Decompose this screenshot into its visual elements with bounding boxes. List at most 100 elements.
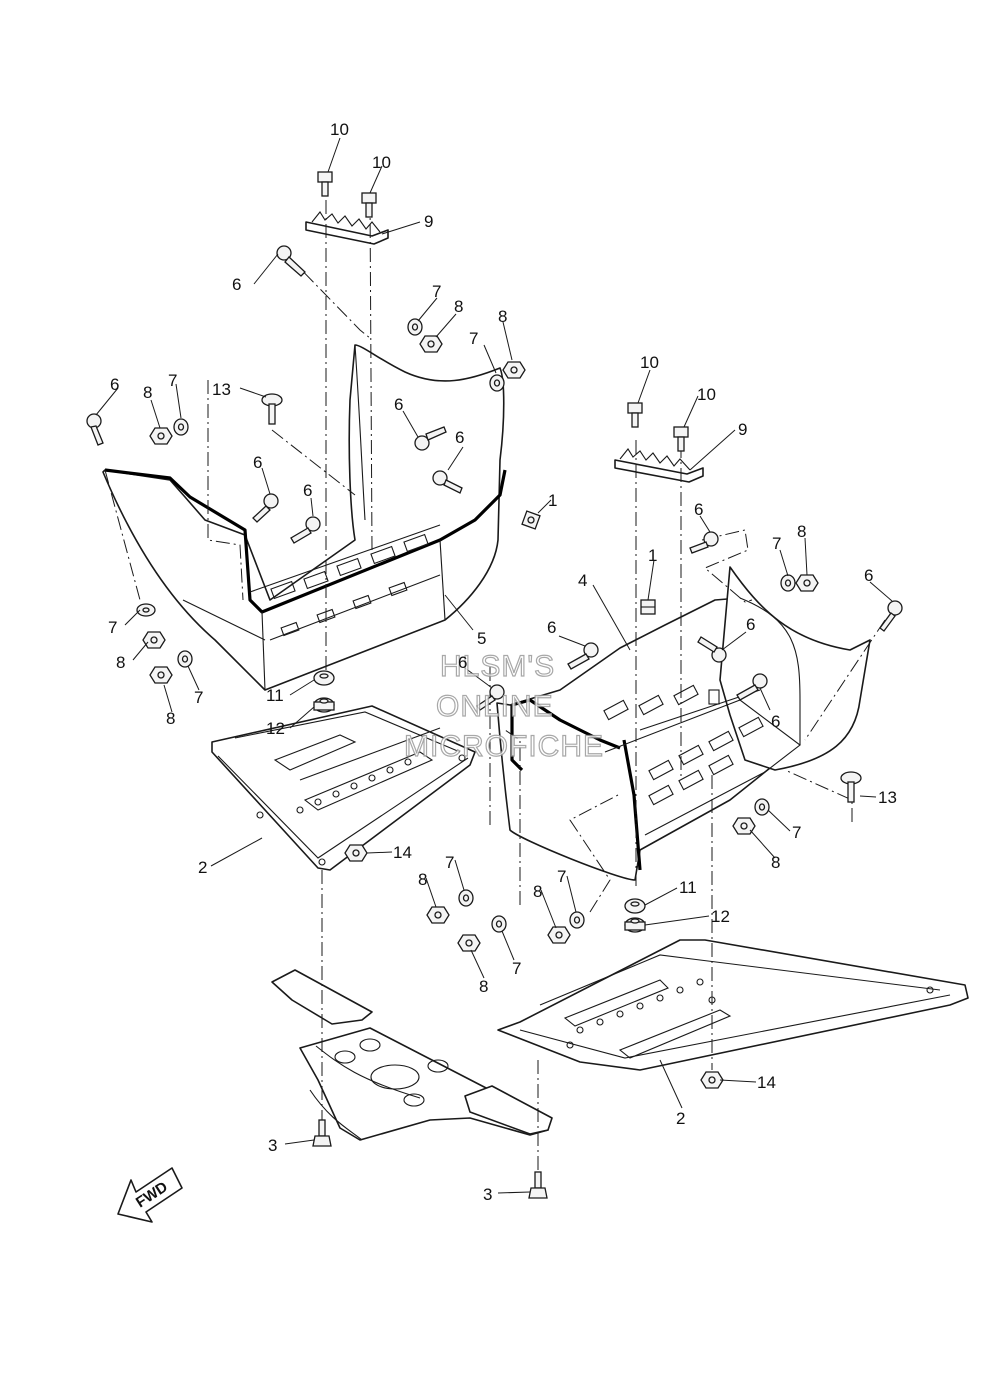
callout-8: 8 bbox=[116, 653, 125, 672]
callout-6: 6 bbox=[232, 275, 241, 294]
callout-10: 10 bbox=[697, 385, 716, 404]
washer-7-icon bbox=[173, 418, 189, 436]
callout-6: 6 bbox=[458, 653, 467, 672]
callout-14: 14 bbox=[393, 843, 412, 862]
screw-6-icon bbox=[86, 413, 104, 446]
callout-7: 7 bbox=[108, 618, 117, 637]
bolt-13-icon bbox=[261, 393, 283, 425]
callout-2: 2 bbox=[198, 858, 207, 877]
leader-lines bbox=[95, 137, 893, 1194]
nut-8-icon bbox=[457, 934, 481, 952]
fwd-arrow-icon: FWD bbox=[117, 1167, 183, 1223]
callout-8: 8 bbox=[479, 977, 488, 996]
watermark-line-2: ONLINE bbox=[436, 690, 554, 723]
callout-11: 11 bbox=[679, 878, 697, 897]
callout-6: 6 bbox=[746, 615, 755, 634]
screw-6-icon bbox=[414, 426, 447, 451]
callout-3: 3 bbox=[483, 1185, 492, 1204]
callout-8: 8 bbox=[143, 383, 152, 402]
callout-12: 12 bbox=[711, 907, 730, 926]
screw-6-icon bbox=[736, 673, 768, 701]
nut-8-icon bbox=[149, 427, 173, 445]
right-footrest-board bbox=[497, 939, 969, 1071]
bolt-13-icon bbox=[840, 771, 862, 803]
washer-7-icon bbox=[136, 603, 156, 617]
screw-6-icon bbox=[689, 531, 719, 554]
callout-11: 11 bbox=[266, 686, 284, 705]
callout-6: 6 bbox=[771, 712, 780, 731]
nut-8-icon bbox=[142, 631, 166, 649]
nut-8-icon bbox=[149, 666, 173, 684]
watermark: HLSM'S ONLINE MICROFICHE bbox=[403, 649, 604, 763]
callout-7: 7 bbox=[445, 853, 454, 872]
callout-10: 10 bbox=[372, 153, 391, 172]
watermark-line-1: HLSM'S bbox=[440, 650, 555, 683]
nut-8-icon bbox=[426, 906, 450, 924]
callout-6: 6 bbox=[253, 453, 262, 472]
washer-7-icon bbox=[569, 911, 585, 929]
callout-8: 8 bbox=[771, 853, 780, 872]
screw-6-icon bbox=[567, 642, 599, 670]
callout-8: 8 bbox=[797, 522, 806, 541]
callout-5: 5 bbox=[477, 629, 486, 648]
callout-3: 3 bbox=[268, 1136, 277, 1155]
callout-8: 8 bbox=[418, 870, 427, 889]
callout-9: 9 bbox=[738, 420, 747, 439]
screw-6-icon bbox=[432, 470, 463, 494]
washer-7-icon bbox=[491, 915, 507, 933]
callout-6: 6 bbox=[864, 566, 873, 585]
callout-8: 8 bbox=[166, 709, 175, 728]
clip-1-icon bbox=[640, 599, 656, 615]
callout-9: 9 bbox=[424, 212, 433, 231]
callout-7: 7 bbox=[772, 534, 781, 553]
bolt-3-icon bbox=[312, 1119, 332, 1147]
left-footrest-guard bbox=[102, 344, 507, 691]
callout-13: 13 bbox=[212, 380, 231, 399]
callout-13: 13 bbox=[878, 788, 897, 807]
callout-7: 7 bbox=[512, 959, 521, 978]
bolt-3-icon bbox=[528, 1171, 548, 1199]
screw-6-icon bbox=[290, 516, 321, 544]
washer-11-icon bbox=[313, 670, 335, 686]
callout-10: 10 bbox=[330, 120, 349, 139]
nut-12-icon bbox=[313, 697, 335, 713]
callout-6: 6 bbox=[455, 428, 464, 447]
bolt-10-icon bbox=[673, 426, 689, 452]
washer-7-icon bbox=[754, 798, 770, 816]
bracket-9-left bbox=[305, 211, 389, 245]
screw-6-icon bbox=[476, 684, 505, 711]
washer-7-icon bbox=[458, 889, 474, 907]
washer-7-icon bbox=[177, 650, 193, 668]
washer-11-icon bbox=[624, 898, 646, 914]
callout-12: 12 bbox=[266, 719, 285, 738]
callout-7: 7 bbox=[432, 282, 441, 301]
washer-7-icon bbox=[407, 318, 423, 336]
callout-6: 6 bbox=[694, 500, 703, 519]
callout-6: 6 bbox=[303, 481, 312, 500]
clip-1-icon bbox=[521, 510, 541, 530]
nut-14-icon bbox=[344, 844, 368, 862]
callout-4: 4 bbox=[578, 571, 587, 590]
screw-6-icon bbox=[276, 245, 306, 277]
callout-6: 6 bbox=[547, 618, 556, 637]
right-footrest-guard bbox=[496, 566, 871, 881]
callout-8: 8 bbox=[533, 882, 542, 901]
watermark-line-3: MICROFICHE bbox=[404, 730, 604, 763]
callout-numbers: 10 10 9 6 7 8 7 8 6 8 7 13 6 6 6 6 1 7 8… bbox=[108, 120, 897, 1204]
screw-6-icon bbox=[252, 493, 279, 523]
nut-8-icon bbox=[419, 335, 443, 353]
nut-8-icon bbox=[732, 817, 756, 835]
callout-10: 10 bbox=[640, 353, 659, 372]
callout-7: 7 bbox=[194, 688, 203, 707]
nut-12-icon bbox=[624, 917, 646, 933]
bolt-10-icon bbox=[627, 402, 643, 428]
callout-1: 1 bbox=[548, 491, 557, 510]
center-lines bbox=[104, 199, 886, 1180]
callout-7: 7 bbox=[792, 823, 801, 842]
callout-8: 8 bbox=[454, 297, 463, 316]
callout-7: 7 bbox=[168, 371, 177, 390]
callout-7: 7 bbox=[469, 329, 478, 348]
washer-7-icon bbox=[780, 574, 796, 592]
nut-8-icon bbox=[547, 926, 571, 944]
frame-member bbox=[271, 969, 553, 1141]
